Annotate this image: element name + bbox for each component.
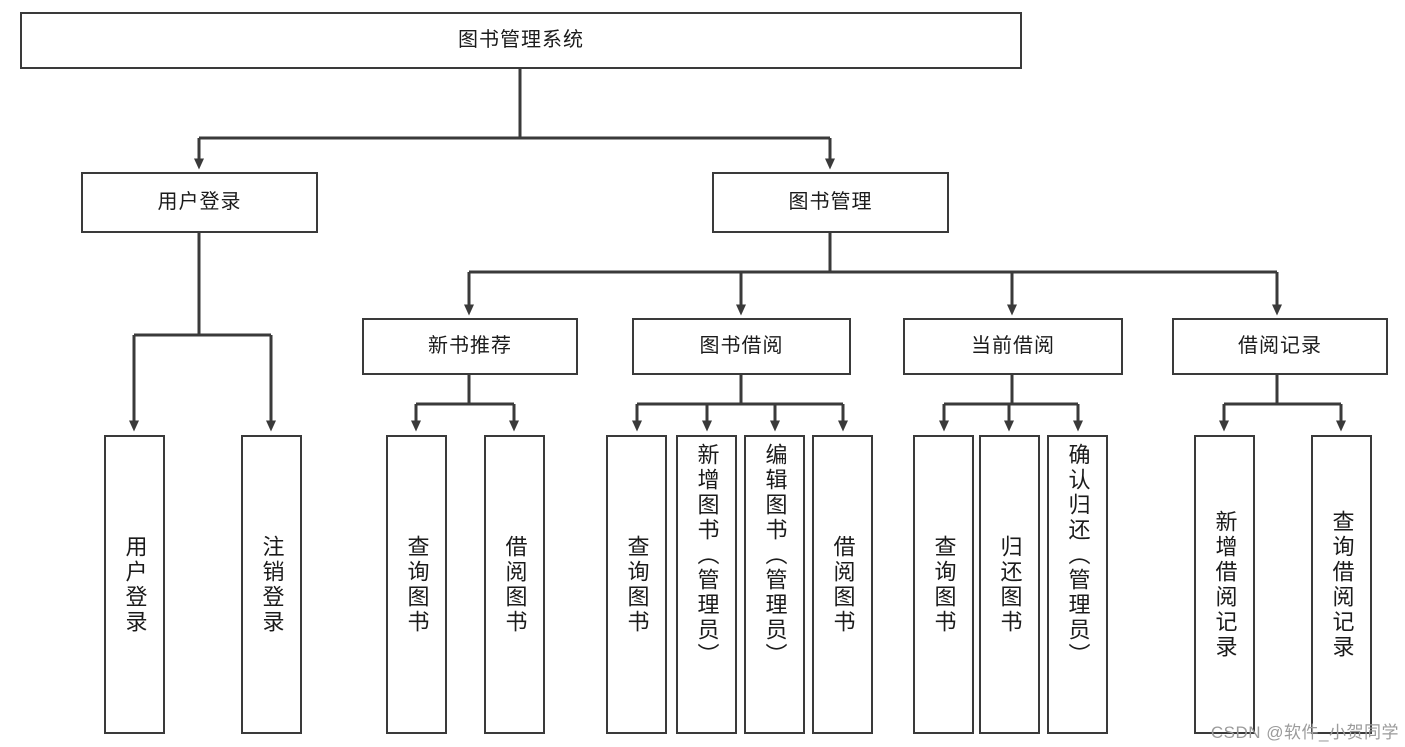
leaf-user-logout-label: 注销登录 — [259, 534, 285, 635]
leaf-current-return-books-label: 归还图书 — [997, 534, 1023, 635]
leaf-record-add-record[interactable]: 新增借阅记录 — [1194, 435, 1255, 734]
node-current-borrow-label: 当前借阅 — [971, 335, 1055, 357]
node-borrow-record-label: 借阅记录 — [1238, 335, 1322, 357]
node-book-borrow[interactable]: 图书借阅 — [632, 318, 851, 375]
leaf-borrow-add-book-admin-label: 新增图书（管理员） — [694, 443, 720, 668]
leaf-current-query-books-label: 查询图书 — [931, 534, 957, 635]
leaf-borrow-edit-book-admin[interactable]: 编辑图书（管理员） — [744, 435, 805, 734]
leaf-newbook-borrow-books-label: 借阅图书 — [502, 534, 528, 635]
leaf-newbook-borrow-books[interactable]: 借阅图书 — [484, 435, 545, 734]
node-borrow-record[interactable]: 借阅记录 — [1172, 318, 1388, 375]
leaf-borrow-add-book-admin[interactable]: 新增图书（管理员） — [676, 435, 737, 734]
node-new-book-recommend[interactable]: 新书推荐 — [362, 318, 578, 375]
node-new-book-recommend-label: 新书推荐 — [428, 335, 512, 357]
leaf-record-query-record-label: 查询借阅记录 — [1329, 509, 1355, 660]
leaf-user-login[interactable]: 用户登录 — [104, 435, 165, 734]
node-book-management-label: 图书管理 — [788, 191, 873, 213]
node-user-login-label: 用户登录 — [157, 191, 242, 213]
leaf-borrow-borrow-books[interactable]: 借阅图书 — [812, 435, 873, 734]
leaf-current-query-books[interactable]: 查询图书 — [913, 435, 974, 734]
node-root[interactable]: 图书管理系统 — [20, 12, 1022, 69]
leaf-record-query-record[interactable]: 查询借阅记录 — [1311, 435, 1372, 734]
leaf-borrow-borrow-books-label: 借阅图书 — [830, 534, 856, 635]
leaf-current-confirm-return-admin-label: 确认归还（管理员） — [1065, 443, 1091, 668]
leaf-borrow-edit-book-admin-label: 编辑图书（管理员） — [762, 443, 788, 668]
leaf-newbook-query-books[interactable]: 查询图书 — [386, 435, 447, 734]
leaf-newbook-query-books-label: 查询图书 — [404, 534, 430, 635]
leaf-user-logout[interactable]: 注销登录 — [241, 435, 302, 734]
node-current-borrow[interactable]: 当前借阅 — [903, 318, 1123, 375]
leaf-current-confirm-return-admin[interactable]: 确认归还（管理员） — [1047, 435, 1108, 734]
leaf-user-login-label: 用户登录 — [122, 534, 148, 635]
node-book-management[interactable]: 图书管理 — [712, 172, 949, 233]
leaf-current-return-books[interactable]: 归还图书 — [979, 435, 1040, 734]
leaf-borrow-query-books[interactable]: 查询图书 — [606, 435, 667, 734]
node-root-label: 图书管理系统 — [458, 29, 584, 51]
watermark-text: CSDN @软件_小贺同学 — [1210, 723, 1399, 742]
node-book-borrow-label: 图书借阅 — [699, 335, 784, 357]
leaf-borrow-query-books-label: 查询图书 — [624, 534, 650, 635]
leaf-record-add-record-label: 新增借阅记录 — [1212, 509, 1238, 660]
node-user-login[interactable]: 用户登录 — [81, 172, 318, 233]
